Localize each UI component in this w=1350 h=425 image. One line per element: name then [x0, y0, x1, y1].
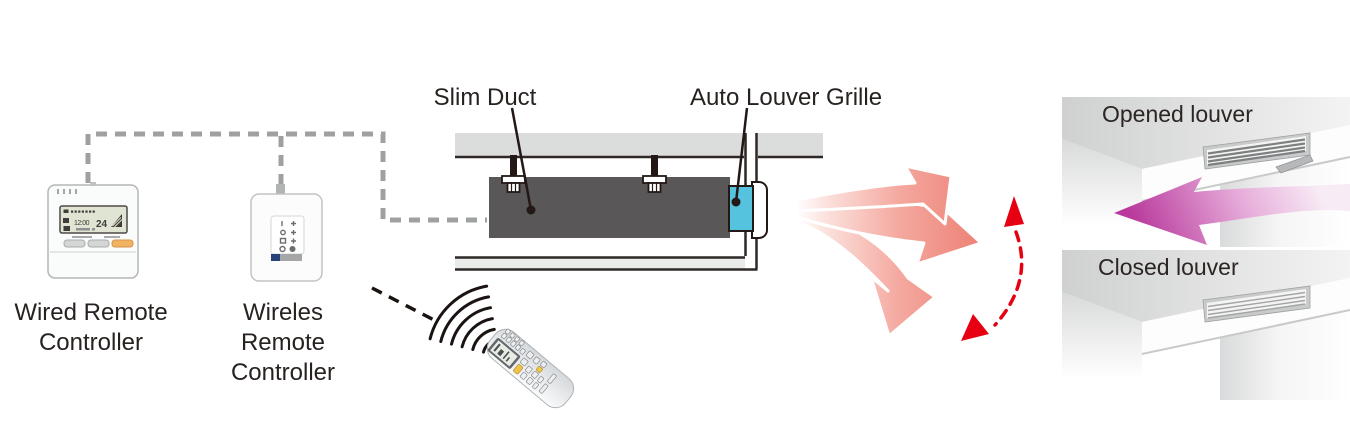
duct-body: [489, 177, 730, 238]
power-led: [271, 254, 280, 261]
indicator-marks: [279, 221, 296, 253]
wireless-signal-arcs-icon: [428, 284, 498, 354]
downward-airflow-arrow: [1114, 177, 1350, 245]
svg-text:24: 24: [96, 219, 108, 230]
louver-grille-open: [1202, 132, 1314, 174]
indicator-panel: [270, 215, 305, 255]
lcd-display: [59, 205, 128, 234]
slim-duct-unit: [489, 155, 768, 239]
open-flap: [1275, 154, 1314, 174]
wireless-remote-controller: [250, 184, 323, 282]
vent-slots: [57, 189, 77, 194]
wired-button-orange: [111, 239, 134, 248]
closed-louver-panel: [1062, 250, 1350, 400]
auto-louver-grille-label: Auto Louver Grille: [689, 84, 883, 111]
panel-ceiling-plane: [1062, 97, 1350, 169]
fan-speed-icon: [111, 214, 122, 227]
grille-frame: [751, 181, 768, 239]
swing-arrowhead-down: [961, 314, 989, 341]
louver-grille-closed: [1202, 285, 1311, 323]
label-leaders: [510, 107, 749, 215]
swing-arrowhead-up: [1004, 196, 1024, 227]
lcd-symbols: 12:00 24: [63, 209, 123, 231]
handheld-remote: [486, 328, 575, 409]
remote-button-amber-2: [536, 366, 543, 373]
remote-buttons: [501, 328, 557, 394]
wired-button-2: [87, 239, 110, 248]
auto-louver-grille-unit: [728, 185, 754, 232]
ceiling-slab: [455, 133, 823, 157]
swing-range-arrow-icon: [961, 196, 1024, 341]
airflow-arrows-icon: [794, 164, 983, 338]
remote-button-amber: [513, 364, 523, 375]
controller-connection-lines: [85, 131, 487, 223]
receiver-window: [280, 254, 302, 261]
panel-ceiling-plane: [1062, 250, 1350, 322]
suspended-ceiling-board: [455, 258, 745, 269]
ceiling-structure: [455, 133, 823, 271]
opened-louver-panel: [1062, 97, 1350, 247]
ir-link-dashed-line: [371, 286, 437, 323]
svg-text:12:00: 12:00: [74, 220, 90, 227]
wireless-remote-caption: Wireles Remote Controller: [230, 299, 336, 386]
airflow-arrow-up: [794, 164, 953, 226]
top-tab: [90, 182, 96, 186]
hanger-bolt-right: [642, 155, 667, 193]
opened-louver-title: Opened louver: [1102, 101, 1253, 127]
wired-remote-caption: Wired Remote Controller: [14, 299, 168, 356]
closed-louver-title: Closed louver: [1098, 254, 1239, 280]
slim-duct-label: Slim Duct: [433, 84, 537, 111]
wired-button-1: [63, 239, 86, 248]
wired-remote-controller: 12:00 24: [47, 182, 139, 279]
panel-wall: [1220, 310, 1350, 400]
